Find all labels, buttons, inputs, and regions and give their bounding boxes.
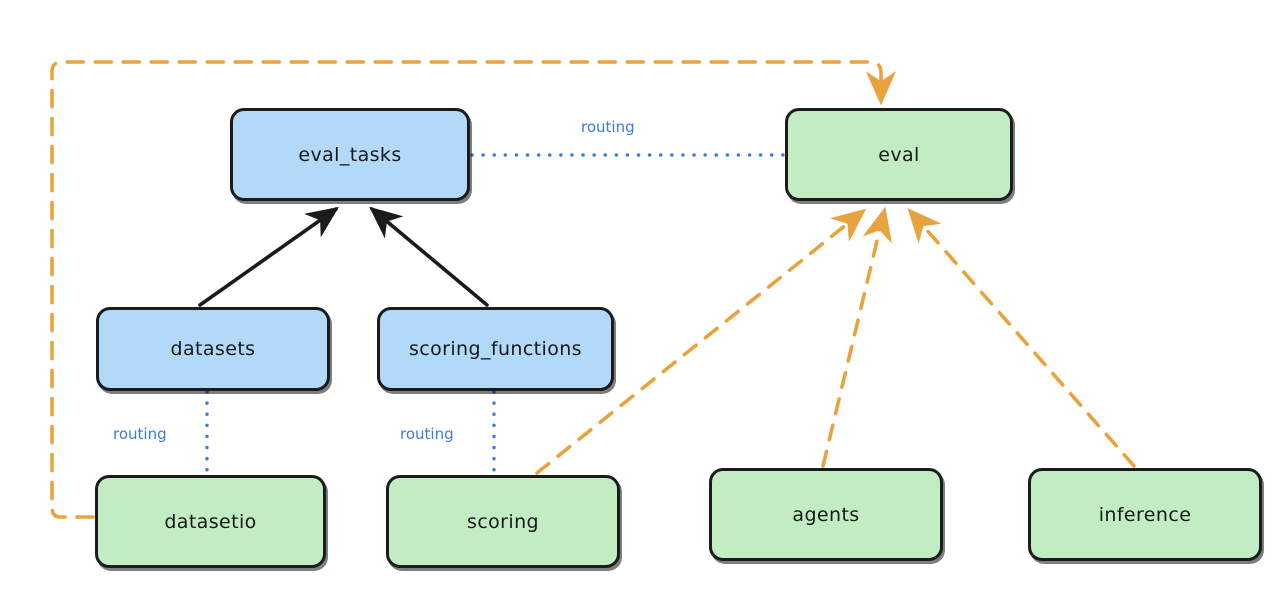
edge-agents-to-eval (821, 206, 892, 468)
node-label-scoring: scoring (467, 510, 539, 533)
edge-datasets-to-eval-tasks (198, 206, 339, 307)
edge-scoring-functions-to-eval-tasks (369, 206, 489, 307)
edge-label-routing-datasets: routing (113, 425, 167, 443)
node-eval-tasks[interactable]: eval_tasks (230, 108, 470, 201)
node-label-scoring-functions: scoring_functions (409, 338, 582, 360)
node-label-agents: agents (792, 503, 860, 526)
node-agents[interactable]: agents (709, 468, 943, 561)
node-datasetio[interactable]: datasetio (95, 475, 326, 568)
node-label-eval: eval (878, 143, 920, 166)
node-inference[interactable]: inference (1028, 468, 1262, 561)
edge-label-routing-eval-tasks: routing (581, 118, 635, 136)
edge-datasetio-to-eval (50, 60, 897, 519)
edge-scoring-to-eval (535, 208, 867, 475)
node-label-inference: inference (1098, 503, 1192, 526)
node-label-datasets: datasets (170, 338, 256, 360)
node-eval[interactable]: eval (785, 108, 1013, 201)
node-label-eval-tasks: eval_tasks (298, 143, 402, 166)
node-scoring[interactable]: scoring (386, 475, 620, 568)
edge-inference-to-eval (907, 207, 1136, 468)
edge-label-routing-scoring-functions: routing (400, 425, 454, 443)
node-label-datasetio: datasetio (164, 510, 257, 533)
node-scoring-functions[interactable]: scoring_functions (377, 307, 614, 391)
node-datasets[interactable]: datasets (96, 307, 330, 391)
